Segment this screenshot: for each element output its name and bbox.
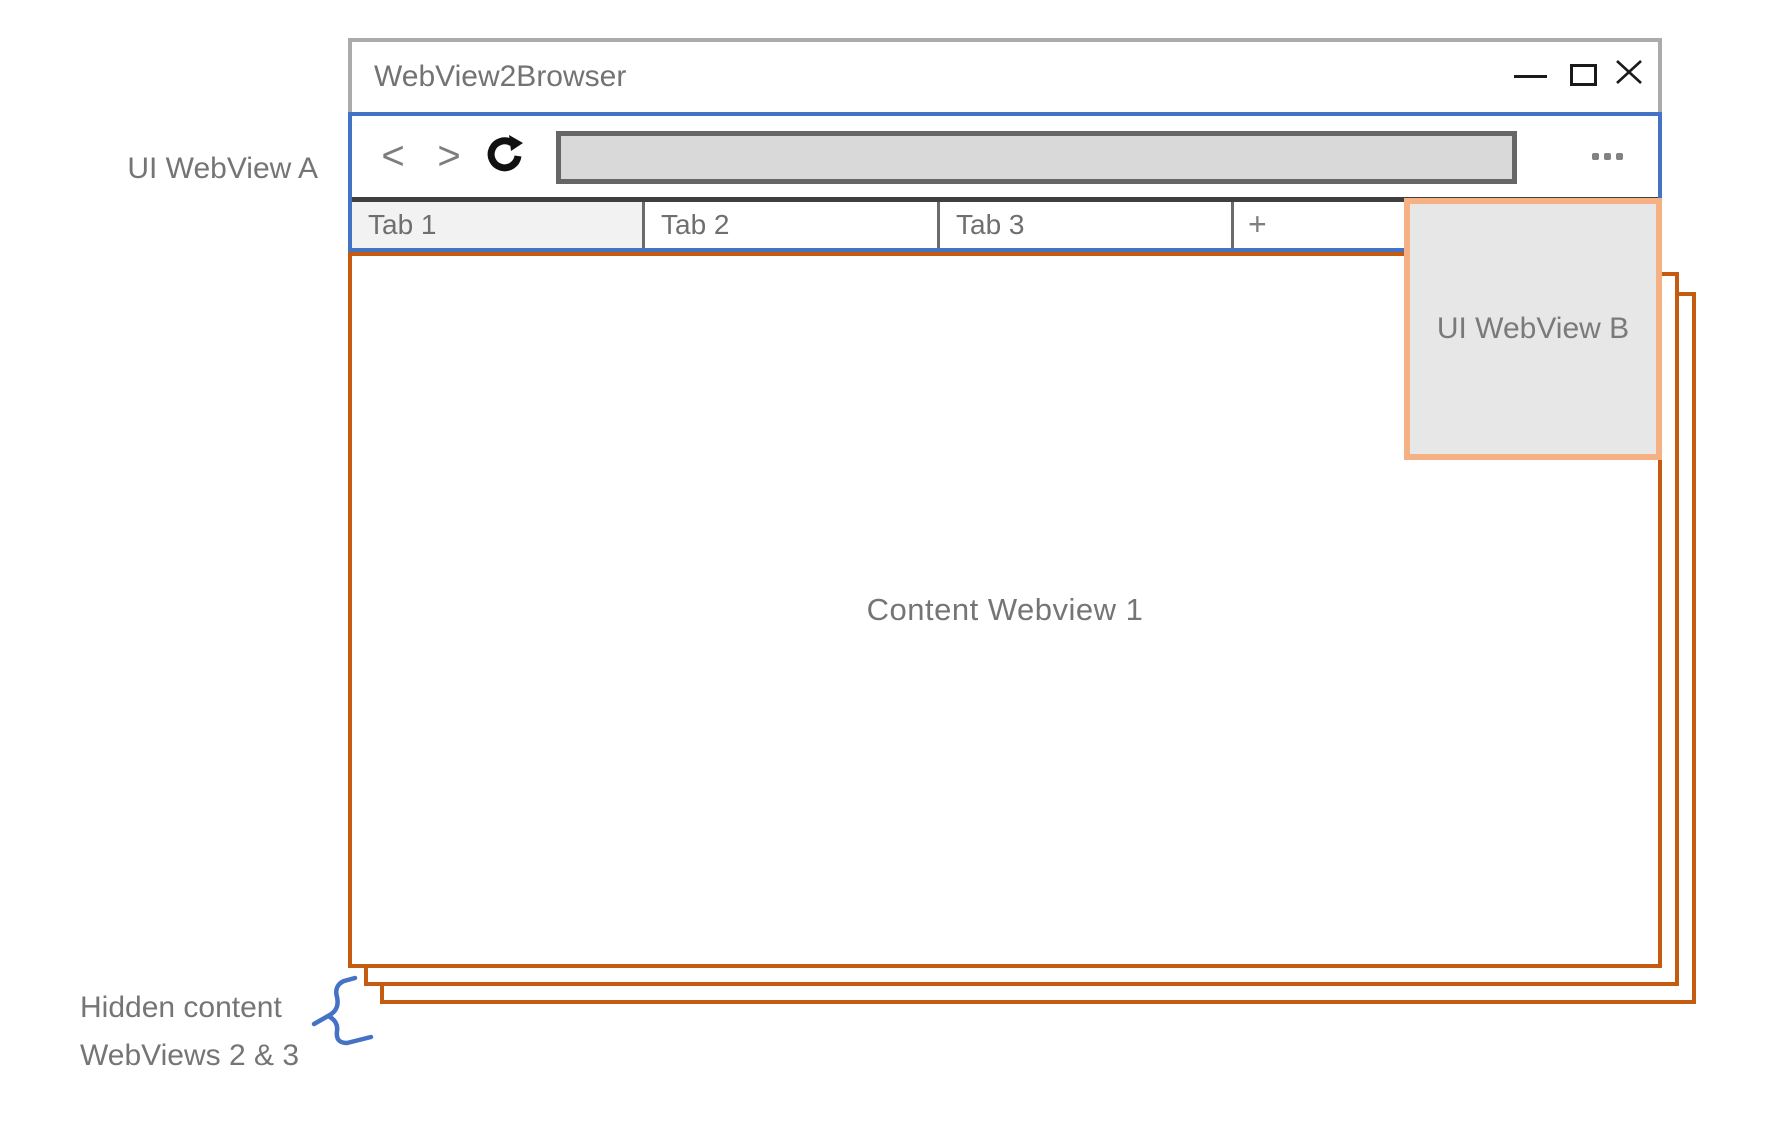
ui-webview-b-label: UI WebView B bbox=[1436, 312, 1630, 345]
tab-3-label: Tab 3 bbox=[956, 209, 1025, 240]
address-bar[interactable] bbox=[556, 131, 1517, 184]
tab-separator bbox=[1231, 202, 1234, 248]
refresh-icon bbox=[487, 135, 523, 172]
content-webview-label: Content Webview 1 bbox=[866, 592, 1144, 627]
tab-separator bbox=[642, 202, 645, 248]
tab-1[interactable]: Tab 1 bbox=[352, 202, 642, 248]
hidden-label-line1: Hidden content bbox=[80, 991, 282, 1024]
window-title: WebView2Browser bbox=[374, 60, 627, 93]
tab-separator bbox=[937, 202, 940, 248]
tab-2-label: Tab 2 bbox=[661, 209, 730, 240]
menu-dots-icon bbox=[1603, 152, 1611, 160]
minimize-icon bbox=[1514, 75, 1547, 78]
brace-annotation-icon bbox=[311, 975, 374, 1046]
hidden-label-line2: WebViews 2 & 3 bbox=[80, 1039, 300, 1072]
back-button[interactable]: < bbox=[381, 134, 405, 178]
maximize-icon bbox=[1570, 64, 1597, 86]
maximize-button[interactable] bbox=[1564, 51, 1606, 93]
tab-2[interactable]: Tab 2 bbox=[645, 202, 937, 248]
menu-dots-icon bbox=[1591, 152, 1599, 160]
refresh-button[interactable] bbox=[482, 134, 526, 178]
ui-webview-b-panel: UI WebView B bbox=[1404, 198, 1662, 460]
tab-3[interactable]: Tab 3 bbox=[940, 202, 1231, 248]
new-tab-plus-icon: + bbox=[1248, 206, 1267, 242]
title-bar: WebView2Browser bbox=[348, 38, 1662, 112]
ui-webview-a-label: UI WebView A bbox=[127, 152, 318, 185]
menu-button[interactable] bbox=[1582, 141, 1632, 171]
forward-button[interactable]: > bbox=[437, 134, 461, 178]
close-button[interactable] bbox=[1608, 51, 1650, 93]
tab-row-divider bbox=[352, 197, 1658, 202]
minimize-button[interactable] bbox=[1510, 56, 1552, 98]
hidden-webviews-label: Hidden content WebViews 2 & 3 bbox=[80, 984, 299, 1080]
close-icon bbox=[1616, 60, 1642, 84]
tab-1-label: Tab 1 bbox=[368, 209, 437, 240]
menu-dots-icon bbox=[1615, 152, 1623, 160]
